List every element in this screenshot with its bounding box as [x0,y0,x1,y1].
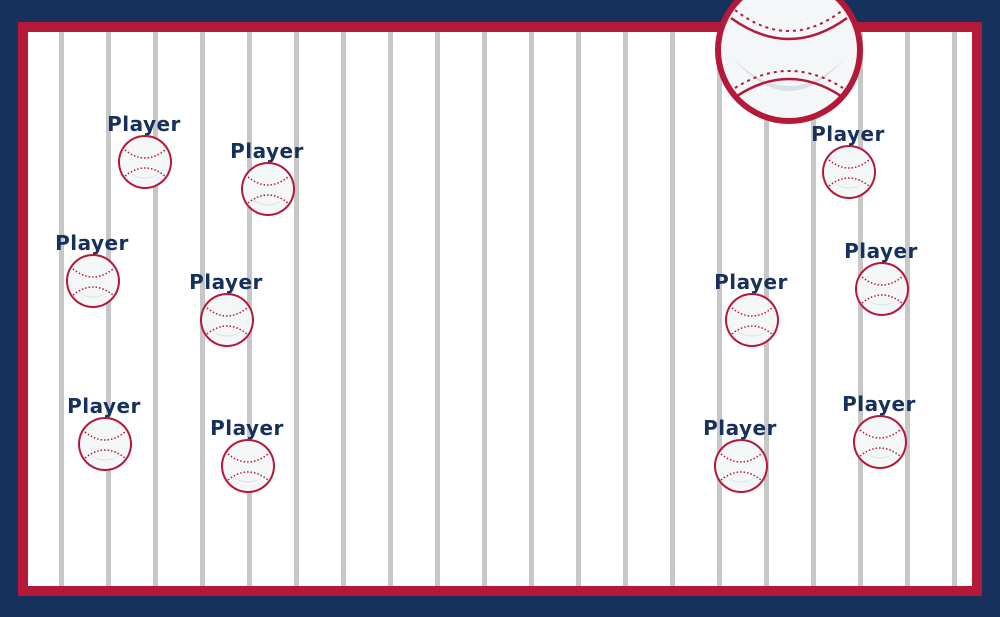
baseball-icon[interactable] [199,292,255,348]
player-token-5[interactable]: Player [59,394,149,494]
player-token-9[interactable]: Player [706,270,796,370]
player-token-10[interactable]: Player [834,392,924,492]
player-token-7[interactable]: Player [803,122,893,222]
baseball-icon[interactable] [77,416,133,472]
baseball-icon[interactable] [854,261,910,317]
player-token-3[interactable]: Player [47,231,137,331]
baseball-icon[interactable] [713,438,769,494]
baseball-icon[interactable] [821,144,877,200]
player-token-1[interactable]: Player [99,112,189,212]
baseball-icon[interactable] [220,438,276,494]
baseball-icon[interactable] [117,134,173,190]
baseball-icon[interactable] [65,253,121,309]
player-label: Player [811,122,885,146]
field-border [18,22,982,596]
player-label: Player [230,139,304,163]
player-label: Player [107,112,181,136]
player-label: Player [842,392,916,416]
player-token-8[interactable]: Player [836,239,926,339]
baseball-icon[interactable] [240,161,296,217]
player-label: Player [189,270,263,294]
player-label: Player [703,416,777,440]
player-label: Player [67,394,141,418]
player-token-2[interactable]: Player [222,139,312,239]
pinstripe-field [28,32,972,586]
player-label: Player [844,239,918,263]
player-label: Player [714,270,788,294]
baseball-icon[interactable] [852,414,908,470]
player-label: Player [55,231,129,255]
player-token-11[interactable]: Player [695,416,785,516]
big-baseball-icon [715,0,863,124]
player-label: Player [210,416,284,440]
player-token-4[interactable]: Player [181,270,271,370]
player-token-6[interactable]: Player [202,416,292,516]
baseball-icon[interactable] [724,292,780,348]
